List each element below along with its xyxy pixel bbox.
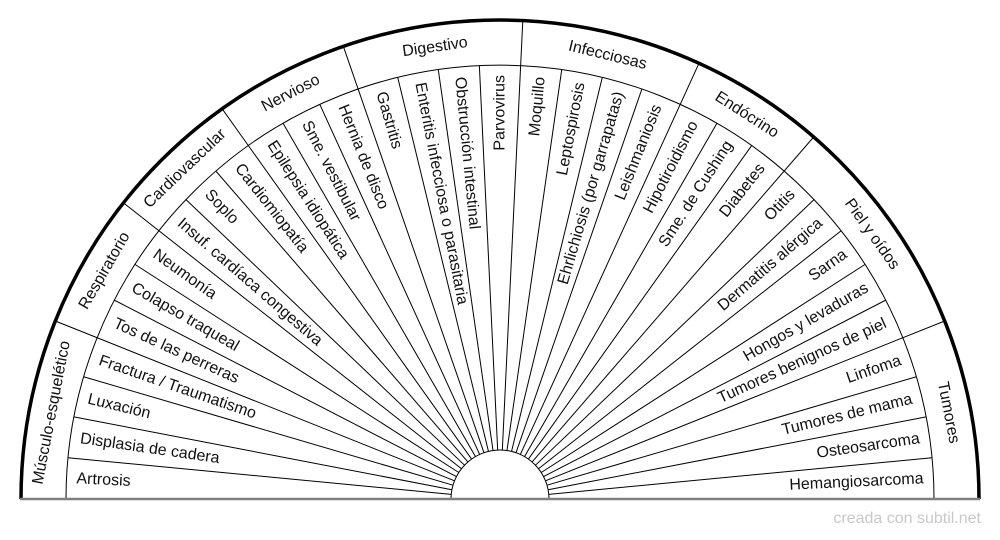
item-label: Leptospirosis (554, 81, 589, 177)
item-spoke (185, 199, 465, 466)
item-spoke (535, 199, 815, 466)
item-spoke (215, 170, 469, 463)
credit-text: creada con subtil.net (833, 510, 981, 527)
item-spoke (397, 77, 489, 452)
category-dividers (55, 20, 945, 482)
category-divider (221, 108, 472, 460)
category-divider (531, 136, 815, 463)
category-divider (342, 46, 485, 453)
category-label: Tumores (934, 380, 963, 445)
item-label: Gastritis (372, 90, 405, 151)
category-label: Respiratorio (76, 229, 134, 312)
item-label: Dermatitis alérgica (715, 215, 826, 315)
item-spoke (319, 104, 481, 455)
item-label: Luxación (86, 391, 152, 423)
category-divider (123, 202, 462, 470)
category-label: Infecciosas (567, 38, 649, 73)
category-label: Piel y oídos (841, 196, 903, 273)
item-label: Displasia de cadera (79, 430, 221, 467)
category-label: Endócrino (712, 88, 782, 141)
item-label: Sarna (806, 246, 851, 285)
item-label: Parvovirus (492, 75, 509, 151)
item-label: Artrosis (76, 470, 131, 490)
item-spoke (528, 145, 753, 460)
item-spoke (134, 263, 460, 473)
category-divider (55, 320, 455, 482)
item-spoke (506, 69, 563, 451)
item-spoke (538, 230, 842, 470)
category-divider (545, 320, 945, 482)
item-spoke (437, 69, 494, 451)
item-spoke (73, 416, 452, 491)
category-divider (519, 63, 700, 455)
item-spoke (282, 122, 476, 457)
item-spoke (511, 77, 603, 452)
item-label: Hemangiosarcoma (789, 470, 924, 493)
item-spoke (83, 376, 454, 486)
item-spoke (540, 263, 866, 473)
item-label: Soplo (201, 186, 242, 227)
item-label: Otitis (761, 186, 798, 224)
outer-arc (19, 18, 981, 500)
item-spoke (548, 416, 927, 491)
item-label: Diabetes (716, 160, 768, 220)
item-spoke (478, 65, 499, 451)
category-divider (501, 20, 524, 451)
item-label: Obstrucción intestinal (451, 76, 482, 230)
item-spoke (524, 122, 718, 457)
category-label: Digestivo (401, 34, 469, 60)
item-spoke (546, 376, 917, 486)
category-ring-arc (65, 64, 935, 500)
item-spoke (114, 299, 457, 477)
inner-circle-arc (450, 449, 550, 500)
item-spoke (67, 457, 452, 495)
item-label: Moquillo (526, 76, 549, 137)
item-spoke (548, 457, 933, 495)
item-spoke (543, 299, 886, 477)
item-spokes (67, 65, 933, 495)
item-spoke (515, 88, 643, 453)
